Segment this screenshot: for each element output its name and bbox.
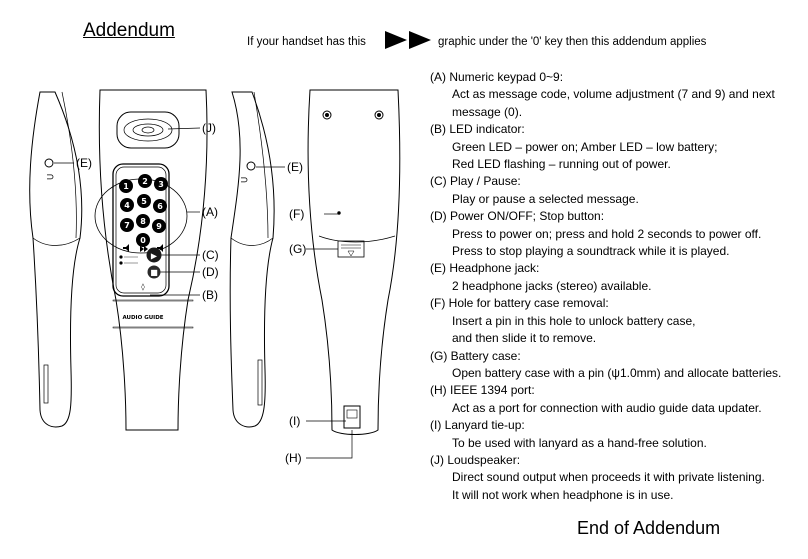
key-7: 7: [120, 218, 134, 232]
spec-description: message (0).: [452, 104, 523, 119]
play-pause-button: [146, 247, 162, 263]
spec-item: (J) Loudspeaker: Direct sound output when…: [430, 452, 800, 504]
callout-e-left: (E): [76, 156, 92, 170]
callout-c: (C): [202, 248, 219, 262]
spec-description: Press to stop playing a soundtrack while…: [452, 244, 730, 259]
spec-item: (B) LED indicator: Green LED – power on; …: [430, 121, 800, 173]
spec-description: Press to power on; press and hold 2 seco…: [452, 226, 762, 241]
svg-text:5: 5: [141, 197, 147, 206]
callout-j: (J): [202, 121, 216, 135]
spec-description: It will not work when headphone is in us…: [452, 487, 674, 502]
spec-item: (G) Battery case: Open battery case with …: [430, 348, 800, 383]
svg-text:9: 9: [156, 222, 162, 231]
spec-item: (D) Power ON/OFF; Stop button: Press to p…: [430, 208, 800, 260]
page-title: Addendum: [83, 20, 175, 41]
volume-up-icon: [157, 244, 163, 252]
callout-h: (H): [285, 451, 302, 465]
power-icon: ■: [150, 268, 158, 277]
spec-description: Red LED flashing – running out of power.: [452, 157, 671, 172]
left-side-view: ⊃: [29, 91, 83, 428]
spec-heading: (E) Headphone jack:: [430, 261, 540, 276]
spec-item: (A) Numeric keypad 0~9: Act as message co…: [430, 69, 800, 121]
spec-heading: (B) LED indicator:: [430, 122, 525, 137]
spec-description: To be used with lanyard as a hand-free s…: [452, 435, 707, 450]
power-stop-button: [147, 265, 161, 279]
spec-heading: (I) Lanyard tie-up:: [430, 418, 525, 433]
svg-text:2: 2: [142, 177, 148, 186]
spec-heading: (G) Battery case:: [430, 348, 521, 363]
volume-down-icon: [123, 244, 129, 252]
back-view: [307, 89, 401, 435]
fast-forward-icon: [385, 31, 431, 49]
callout-i: (I): [289, 414, 301, 428]
spec-heading: (F) Hole for battery case removal:: [430, 296, 609, 311]
key-3: 3: [154, 177, 168, 191]
key-1: 1: [119, 179, 133, 193]
key-4: 4: [120, 198, 134, 212]
headphone-jack-left: [44, 158, 54, 168]
headphone-icon: ⊃: [46, 172, 54, 183]
spec-description: 2 headphone jacks (stereo) available.: [452, 278, 652, 293]
spec-item: (C) Play / Pause: Play or pause a selecte…: [430, 173, 800, 208]
svg-text:7: 7: [124, 221, 130, 230]
spec-item: (F) Hole for battery case removal: Insert…: [430, 295, 800, 347]
spec-heading: (H) IEEE 1394 port:: [430, 383, 535, 398]
callout-b: (B): [202, 288, 218, 302]
spec-item: (E) Headphone jack: 2 headphone jacks (st…: [430, 260, 800, 295]
spec-heading: (J) Loudspeaker:: [430, 452, 521, 467]
footer-text: End of Addendum: [577, 518, 721, 538]
front-view: [94, 89, 208, 431]
callout-d: (D): [202, 265, 219, 279]
headphone-icon: ⊃: [240, 175, 248, 186]
spec-heading: (D) Power ON/OFF; Stop button:: [430, 209, 605, 224]
spec-description: Act as a port for connection with audio …: [452, 400, 762, 415]
callout-a: (A): [202, 205, 218, 219]
spec-description: Act as message code, volume adjustment (…: [452, 87, 775, 102]
spec-description: Open battery case with a pin (ψ1.0mm) an…: [452, 365, 782, 380]
callout-g: (G): [289, 242, 307, 256]
callout-f: (F): [289, 207, 305, 221]
key-5: 5: [137, 194, 151, 208]
led-indicator-power: [119, 255, 123, 259]
headphone-jack-right: [246, 161, 256, 171]
key-2: 2: [138, 174, 152, 188]
svg-text:3: 3: [158, 180, 164, 189]
spec-description: Insert a pin in this hole to unlock batt…: [452, 313, 696, 328]
key-0: 0: [136, 233, 150, 247]
spec-item: (I) Lanyard tie-up: To be used with lanya…: [430, 417, 800, 452]
led-icon: ◊: [141, 283, 145, 291]
svg-text:4: 4: [124, 201, 130, 210]
key-9: 9: [152, 219, 166, 233]
callout-e-right: (E): [287, 160, 303, 174]
spec-item: (H) IEEE 1394 port: Act as a port for con…: [430, 382, 800, 417]
handset-diagram: ⊃ ⊃: [29, 89, 401, 459]
spec-description: Green LED – power on; Amber LED – low ba…: [452, 139, 718, 154]
fast-forward-icon: [140, 246, 144, 252]
intro-text-before: If your handset has this: [247, 36, 366, 48]
spec-list: (A) Numeric keypad 0~9: Act as message co…: [430, 69, 800, 504]
svg-text:8: 8: [140, 217, 146, 226]
spec-description: and then slide it to remove.: [452, 331, 597, 346]
play-pause-icon: ▶: [151, 252, 158, 261]
key-8: 8: [136, 214, 150, 228]
spec-heading: (C) Play / Pause:: [430, 174, 521, 189]
svg-text:6: 6: [157, 202, 163, 211]
key-6: 6: [153, 199, 167, 213]
numeric-keypad: 1 2 3 4 5 6 7 8 9 0: [119, 174, 168, 247]
intro-text-after: graphic under the '0' key then this adde…: [438, 36, 707, 48]
svg-text:1: 1: [123, 182, 129, 191]
brand-label: AUDIO GUIDE: [122, 315, 163, 321]
right-side-view: ⊃: [229, 91, 275, 428]
spec-description: Direct sound output when proceeds it wit…: [452, 470, 765, 485]
spec-heading: (A) Numeric keypad 0~9:: [430, 70, 564, 84]
led-indicator-battery: [119, 261, 123, 265]
svg-text:0: 0: [140, 236, 146, 245]
spec-description: Play or pause a selected message.: [452, 191, 639, 206]
